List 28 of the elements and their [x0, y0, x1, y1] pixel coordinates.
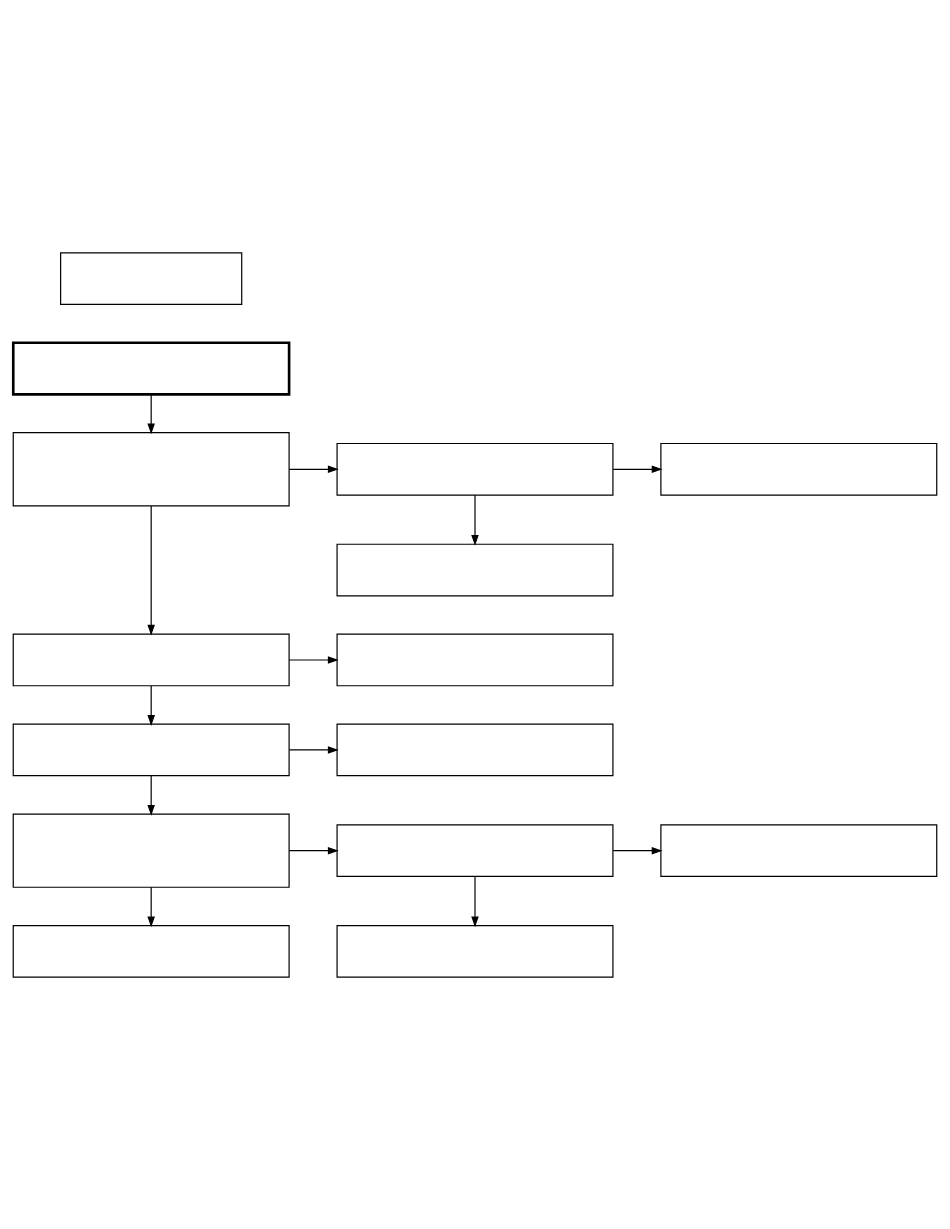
node-box — [60, 251, 243, 305]
arrow — [288, 465, 339, 473]
node-box — [336, 442, 614, 496]
node-box — [12, 431, 290, 506]
arrow — [147, 886, 155, 927]
arrow — [288, 846, 339, 854]
node-box — [336, 543, 614, 596]
arrow — [288, 655, 339, 664]
node-box — [12, 723, 290, 776]
arrow — [471, 875, 479, 927]
arrow — [147, 774, 155, 816]
node-box — [12, 924, 290, 978]
node-box — [12, 813, 290, 888]
arrow — [612, 846, 663, 854]
arrow — [147, 684, 155, 726]
arrow — [471, 494, 479, 546]
node-box — [336, 633, 614, 686]
node-box — [336, 723, 614, 776]
node-box — [12, 633, 290, 686]
arrow — [147, 504, 155, 636]
node-box — [660, 442, 938, 496]
arrow — [147, 393, 155, 434]
arrow — [612, 465, 663, 473]
arrow — [288, 745, 339, 754]
node-box — [336, 924, 614, 978]
node-box — [336, 823, 614, 877]
node-box — [660, 823, 938, 877]
node-box — [11, 340, 291, 396]
